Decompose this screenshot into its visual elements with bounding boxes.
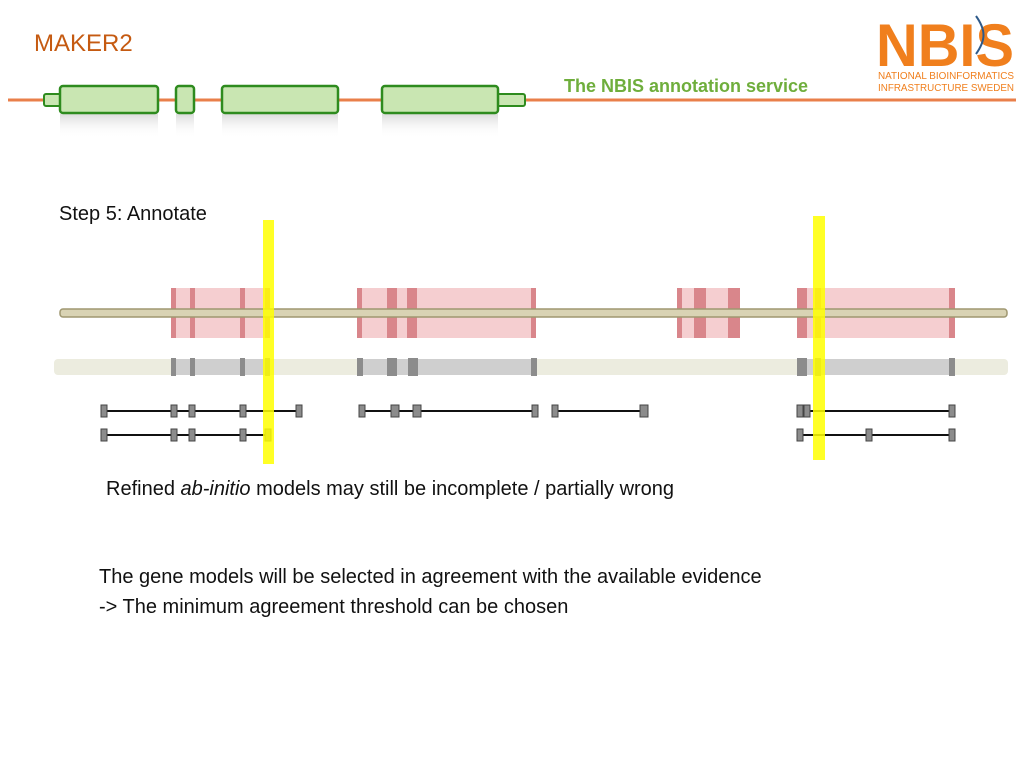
exon-3 (220, 84, 340, 115)
highlight-bar-right (813, 216, 825, 460)
description: The gene models will be selected in agre… (99, 562, 762, 622)
highlight-bar-left (263, 220, 274, 464)
slide-title: MAKER2 (34, 30, 133, 57)
header-gene-model (8, 84, 1016, 138)
caption-italic: ab-initio (180, 478, 251, 500)
logo-wordmark: NBIS (876, 12, 1014, 79)
caption-prefix: Refined (106, 478, 181, 500)
nbis-logo: NBIS NATIONAL BIOINFORMATICS INFRASTRUCT… (876, 12, 1014, 94)
exon-1 (58, 84, 160, 115)
prediction-track (54, 358, 1008, 376)
description-line-1: The gene models will be selected in agre… (99, 566, 762, 588)
tagline: The NBIS annotation service (564, 76, 809, 96)
highlight-bars (263, 216, 825, 464)
description-line-2: -> The minimum agreement threshold can b… (99, 596, 569, 618)
step-label: Step 5: Annotate (59, 203, 207, 225)
utr-right (496, 93, 526, 107)
caption: Refined ab-initio models may still be in… (106, 478, 674, 501)
exon-4 (380, 84, 500, 115)
caption-suffix: models may still be incomplete / partial… (250, 478, 675, 500)
gene-model-ticks (100, 404, 956, 442)
logo-line1: NATIONAL BIOINFORMATICS (878, 71, 1014, 82)
genome-sequence (59, 308, 1008, 318)
logo-line2: INFRASTRUCTURE SWEDEN (878, 83, 1014, 94)
exon-2 (174, 84, 196, 115)
